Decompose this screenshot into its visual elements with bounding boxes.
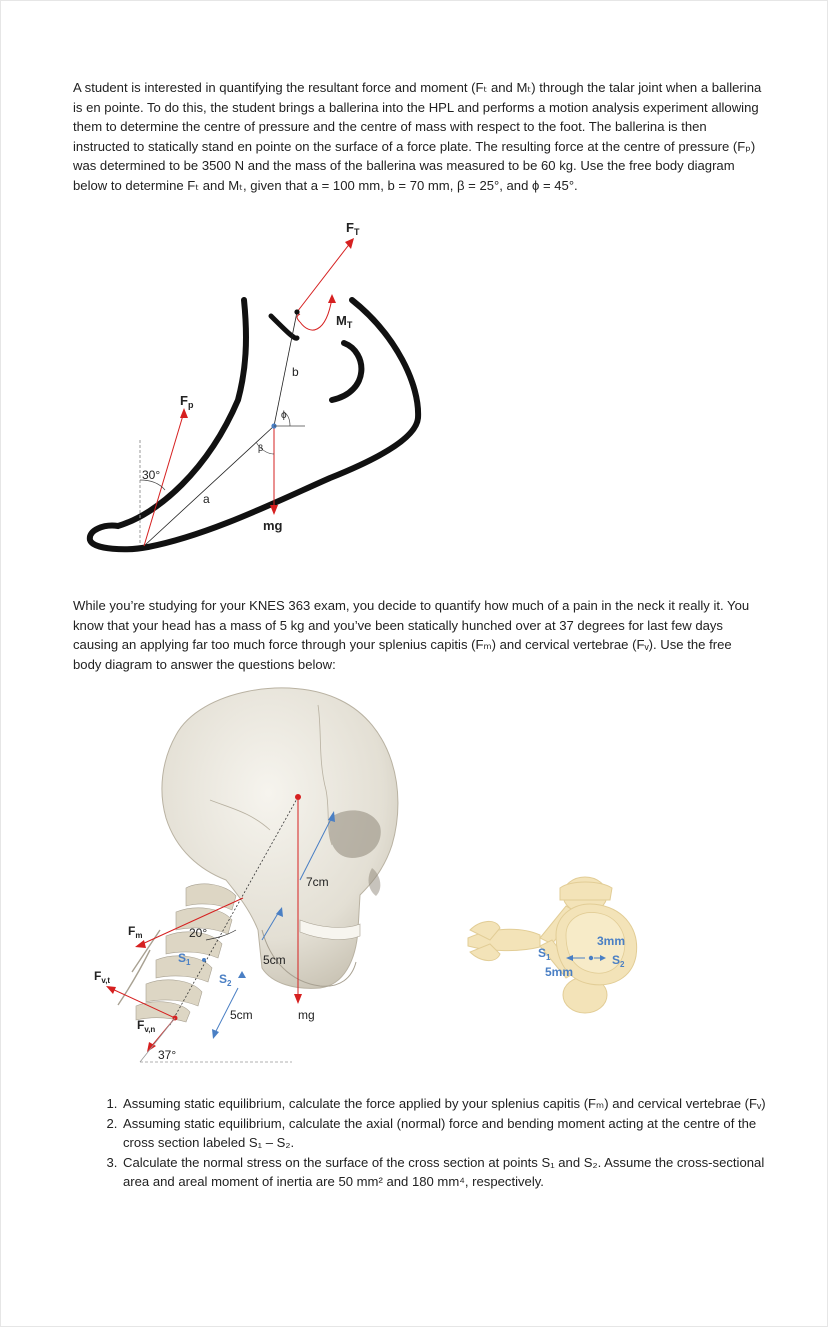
dim-s2-head bbox=[238, 971, 246, 978]
moment-mt-arrowhead bbox=[328, 294, 336, 303]
skull-suture bbox=[317, 704, 333, 846]
label-mt: MT bbox=[336, 313, 353, 330]
skull-suture-2 bbox=[209, 799, 271, 831]
force-fvt-arrow bbox=[109, 987, 176, 1019]
heel-curve bbox=[329, 340, 365, 403]
dim-7cm-line bbox=[299, 814, 334, 881]
force-fp-arrow bbox=[143, 411, 185, 547]
label-a: a bbox=[203, 492, 210, 506]
dim-5mm-head bbox=[566, 955, 573, 961]
moment-mt-arc bbox=[299, 297, 333, 331]
ankle-front-outline bbox=[268, 313, 300, 341]
force-mg-arrowhead bbox=[294, 994, 302, 1004]
point-s1-marker bbox=[202, 958, 206, 962]
force-fm-arrowhead bbox=[135, 940, 146, 948]
label-b: b bbox=[292, 365, 299, 379]
label-s1: S1 bbox=[178, 951, 191, 967]
moment-mt-tail bbox=[296, 313, 301, 323]
angle-20-arc bbox=[205, 929, 237, 941]
label-mg: mg bbox=[263, 518, 283, 533]
label-angle-30: 30° bbox=[142, 468, 160, 482]
angle-30-arc bbox=[139, 479, 166, 491]
spinous-processes bbox=[117, 929, 161, 1006]
skull-orbit bbox=[329, 810, 381, 858]
head-centre-of-mass bbox=[295, 794, 301, 800]
label-7cm: 7cm bbox=[306, 875, 329, 889]
phi-angle-arc bbox=[283, 411, 291, 427]
line-of-action bbox=[169, 796, 299, 1026]
label-mg: mg bbox=[298, 1008, 315, 1022]
force-fm-arrow bbox=[139, 897, 244, 946]
cross-section-centre bbox=[588, 955, 594, 961]
label-fp: Fp bbox=[180, 393, 194, 410]
label-fvt: Fv,t bbox=[94, 969, 110, 985]
dim-5cm-b-head bbox=[212, 1029, 219, 1039]
skull-cranium bbox=[161, 687, 399, 989]
distance-a-line bbox=[143, 425, 275, 547]
label-5mm: 5mm bbox=[545, 965, 573, 979]
label-5cm-b: 5cm bbox=[230, 1008, 253, 1022]
label-fvn: Fv,n bbox=[137, 1018, 155, 1034]
label-s2: S2 bbox=[612, 953, 625, 969]
force-ft-arrowhead bbox=[345, 238, 354, 249]
label-3mm: 3mm bbox=[597, 934, 625, 948]
skull-fbd-diagram: Fm Fv,t Fv,n 20° 37° S1 S2 7cm 5cm 5cm m… bbox=[94, 687, 399, 1063]
distance-b-line bbox=[273, 311, 298, 427]
talar-joint-point bbox=[294, 309, 300, 315]
label-fm: Fm bbox=[128, 924, 142, 940]
force-ft-arrow bbox=[296, 241, 352, 313]
spine-axis-line bbox=[139, 1017, 176, 1063]
question-2: Assuming static equilibrium, calculate t… bbox=[121, 1114, 791, 1153]
label-beta: β bbox=[258, 443, 263, 453]
label-angle-37: 37° bbox=[158, 1048, 176, 1062]
question-3: Calculate the normal stress on the surfa… bbox=[121, 1153, 791, 1192]
skull-mandible bbox=[261, 929, 357, 987]
beta-angle-arc bbox=[255, 441, 275, 455]
questions-list: Assuming static equilibrium, calculate t… bbox=[97, 1094, 791, 1192]
foot-fbd-diagram: FT MT Fp 30° a b ϕ β mg bbox=[86, 220, 422, 553]
force-fvt-arrowhead bbox=[106, 986, 116, 994]
dim-3mm-head bbox=[600, 955, 606, 961]
skull-nasal bbox=[368, 868, 381, 896]
skull-teeth bbox=[299, 919, 361, 940]
problem-1-text: A student is interested in quantifying t… bbox=[73, 80, 762, 194]
dim-5cm-a-head bbox=[276, 907, 283, 917]
label-s1: S1 bbox=[538, 946, 551, 962]
foot-outline bbox=[86, 297, 249, 553]
label-phi: ϕ bbox=[281, 410, 287, 421]
dim-5cm-a-line bbox=[261, 909, 281, 941]
force-mg-arrowhead bbox=[270, 505, 278, 515]
label-ft: FT bbox=[346, 220, 360, 237]
dim-7cm-head bbox=[328, 811, 335, 822]
label-5cm-a: 5cm bbox=[263, 953, 286, 967]
force-fp-arrowhead bbox=[180, 408, 188, 418]
label-angle-20: 20° bbox=[189, 926, 207, 940]
vertebra-cross-section-diagram: S1 S2 3mm 5mm bbox=[467, 876, 638, 1014]
label-s2: S2 bbox=[219, 972, 232, 988]
dim-5cm-b-line bbox=[213, 987, 239, 1036]
foot-sole-outline bbox=[145, 297, 422, 550]
question-1: Assuming static equilibrium, calculate t… bbox=[121, 1094, 791, 1114]
problem-2-text: While you’re studying for your KNES 363 … bbox=[73, 598, 750, 672]
